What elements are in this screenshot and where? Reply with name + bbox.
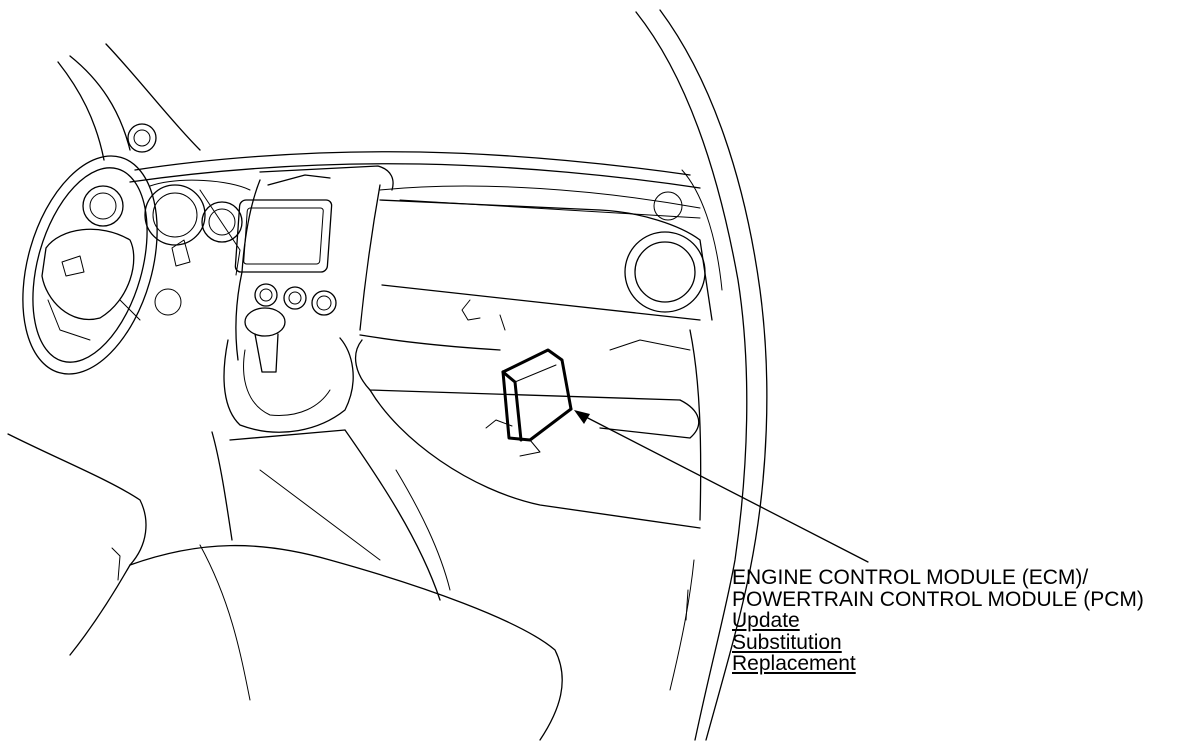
- steering-wheel: [22, 155, 158, 375]
- a-pillar: [635, 9, 768, 741]
- dashboard-top: [129, 151, 701, 219]
- passenger-dash: [354, 199, 713, 529]
- right-air-vent: [624, 191, 706, 313]
- left-door-frame: [57, 43, 201, 161]
- substitution-link[interactable]: Substitution: [732, 630, 842, 654]
- gear-shifter: [223, 307, 354, 433]
- callout-leader: [574, 410, 869, 563]
- driver-seat: [7, 433, 563, 741]
- component-name-line2: POWERTRAIN CONTROL MODULE (PCM): [732, 587, 1144, 611]
- center-stack: [234, 165, 394, 361]
- ecm-callout-label: ENGINE CONTROL MODULE (ECM)/ POWERTRAIN …: [732, 567, 1144, 675]
- instrument-cluster: [82, 179, 251, 316]
- component-name-line1: ENGINE CONTROL MODULE (ECM)/: [732, 566, 1089, 589]
- ecm-module: [485, 348, 573, 457]
- replacement-link[interactable]: Replacement: [732, 652, 856, 675]
- lower-console: [211, 429, 451, 601]
- update-link[interactable]: Update: [732, 609, 800, 632]
